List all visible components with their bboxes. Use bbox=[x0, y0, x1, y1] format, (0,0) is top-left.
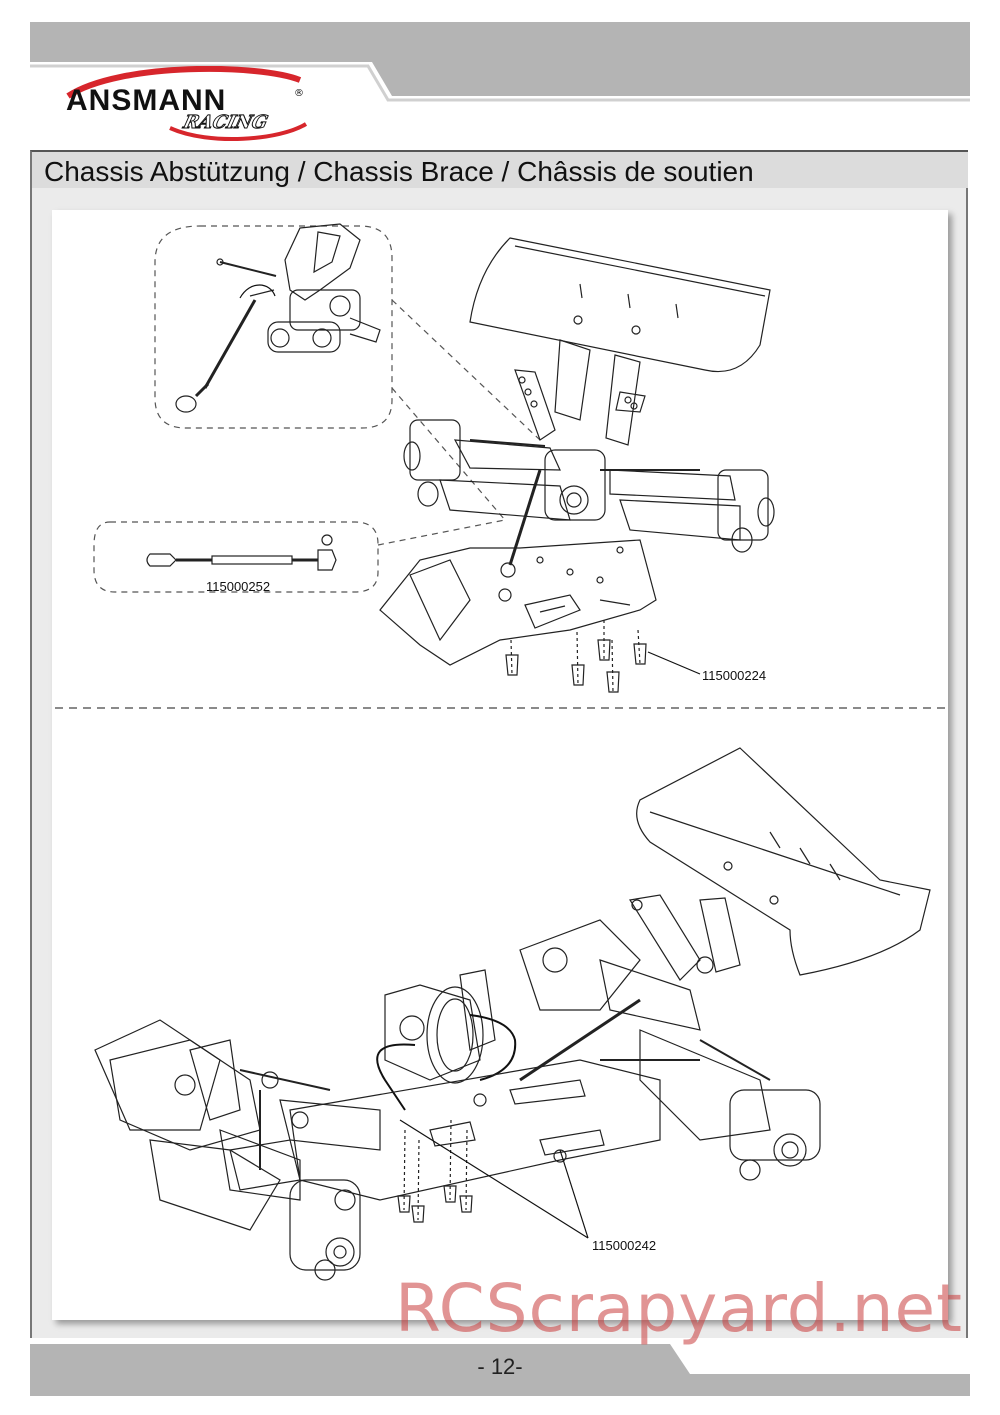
rear-suspension-top bbox=[403, 419, 775, 578]
drawing-panel bbox=[52, 210, 948, 1320]
part-label-screws-top: 115000224 bbox=[702, 668, 767, 683]
screws-top bbox=[505, 620, 647, 693]
part-label-screws-bottom: 115000242 bbox=[592, 1238, 657, 1253]
chassis-plate-top bbox=[379, 539, 657, 666]
footer-bar bbox=[30, 1344, 970, 1396]
logo-registered-mark: ® bbox=[294, 88, 304, 99]
leader-line-115000242-b bbox=[559, 1149, 589, 1239]
logo-racing-text: RACING bbox=[180, 112, 270, 133]
antenna-wire bbox=[376, 1043, 416, 1111]
ansmann-racing-logo: ANSMANN ® RACING bbox=[60, 65, 320, 146]
logo-swoosh bbox=[66, 65, 302, 99]
wing-mount-top bbox=[514, 339, 646, 446]
logo-brand-text: ANSMANN bbox=[66, 84, 226, 117]
turnbuckle-drawing bbox=[146, 534, 337, 571]
detail-hub-assembly bbox=[175, 223, 381, 413]
section-title: Chassis Abstützung / Chassis Brace / Châ… bbox=[44, 156, 754, 187]
car-assembly-bottom bbox=[94, 894, 821, 1281]
page-number: - 12- bbox=[477, 1354, 523, 1379]
watermark: RCScrapyard.net bbox=[395, 1270, 963, 1347]
detail-callout-rear-hub bbox=[154, 225, 393, 429]
turnbuckle-callout bbox=[93, 521, 379, 593]
screws-bottom bbox=[397, 1119, 473, 1223]
part-label-turnbuckle: 115000252 bbox=[206, 579, 271, 594]
leader-line-115000242-a bbox=[399, 1119, 589, 1239]
section-title-bar: Chassis Abstützung / Chassis Brace / Châ… bbox=[30, 150, 968, 188]
leader-line-115000224 bbox=[647, 651, 701, 675]
rear-wing-bottom bbox=[636, 747, 931, 976]
rear-wing-top bbox=[469, 237, 771, 373]
